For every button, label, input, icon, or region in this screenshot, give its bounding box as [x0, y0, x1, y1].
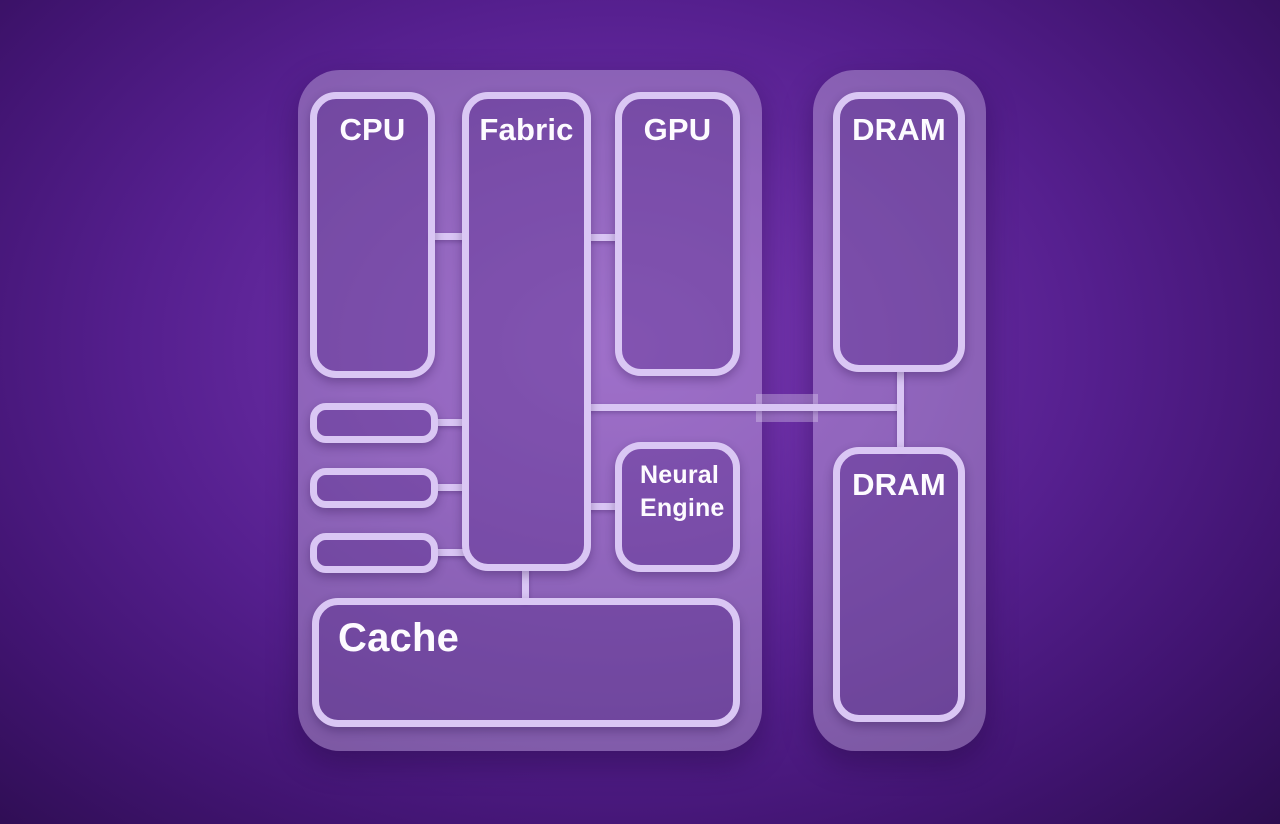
dram-bottom-block: DRAM: [833, 447, 965, 722]
connector-io2-fabric: [434, 484, 466, 491]
connector-io1-fabric: [434, 419, 466, 426]
connector-dram-dram: [897, 368, 904, 451]
connector-memory-bus: [587, 404, 903, 411]
dram-top-label: DRAM: [852, 112, 946, 147]
connector-cpu-fabric: [430, 233, 466, 240]
cache-label: Cache: [338, 616, 460, 660]
gpu-label: GPU: [643, 112, 712, 147]
connector-fabric-cache: [522, 566, 529, 602]
gpu-block: GPU: [615, 92, 740, 376]
dram-bottom-label: DRAM: [852, 467, 946, 502]
fabric-block: Fabric: [462, 92, 591, 571]
io-block-1: [310, 403, 438, 443]
io-block-2: [310, 468, 438, 508]
connector-fabric-gpu: [587, 234, 619, 241]
connector-fabric-neural-engine: [587, 503, 619, 510]
neural-engine-label: Neural Engine: [640, 461, 725, 522]
dram-top-block: DRAM: [833, 92, 965, 372]
cpu-label: CPU: [339, 112, 406, 147]
cache-block: Cache: [312, 598, 740, 727]
neural-engine-block: Neural Engine: [615, 442, 740, 572]
io-block-3: [310, 533, 438, 573]
cpu-block: CPU: [310, 92, 435, 378]
connector-io3-fabric: [434, 549, 466, 556]
fabric-label: Fabric: [479, 112, 574, 147]
